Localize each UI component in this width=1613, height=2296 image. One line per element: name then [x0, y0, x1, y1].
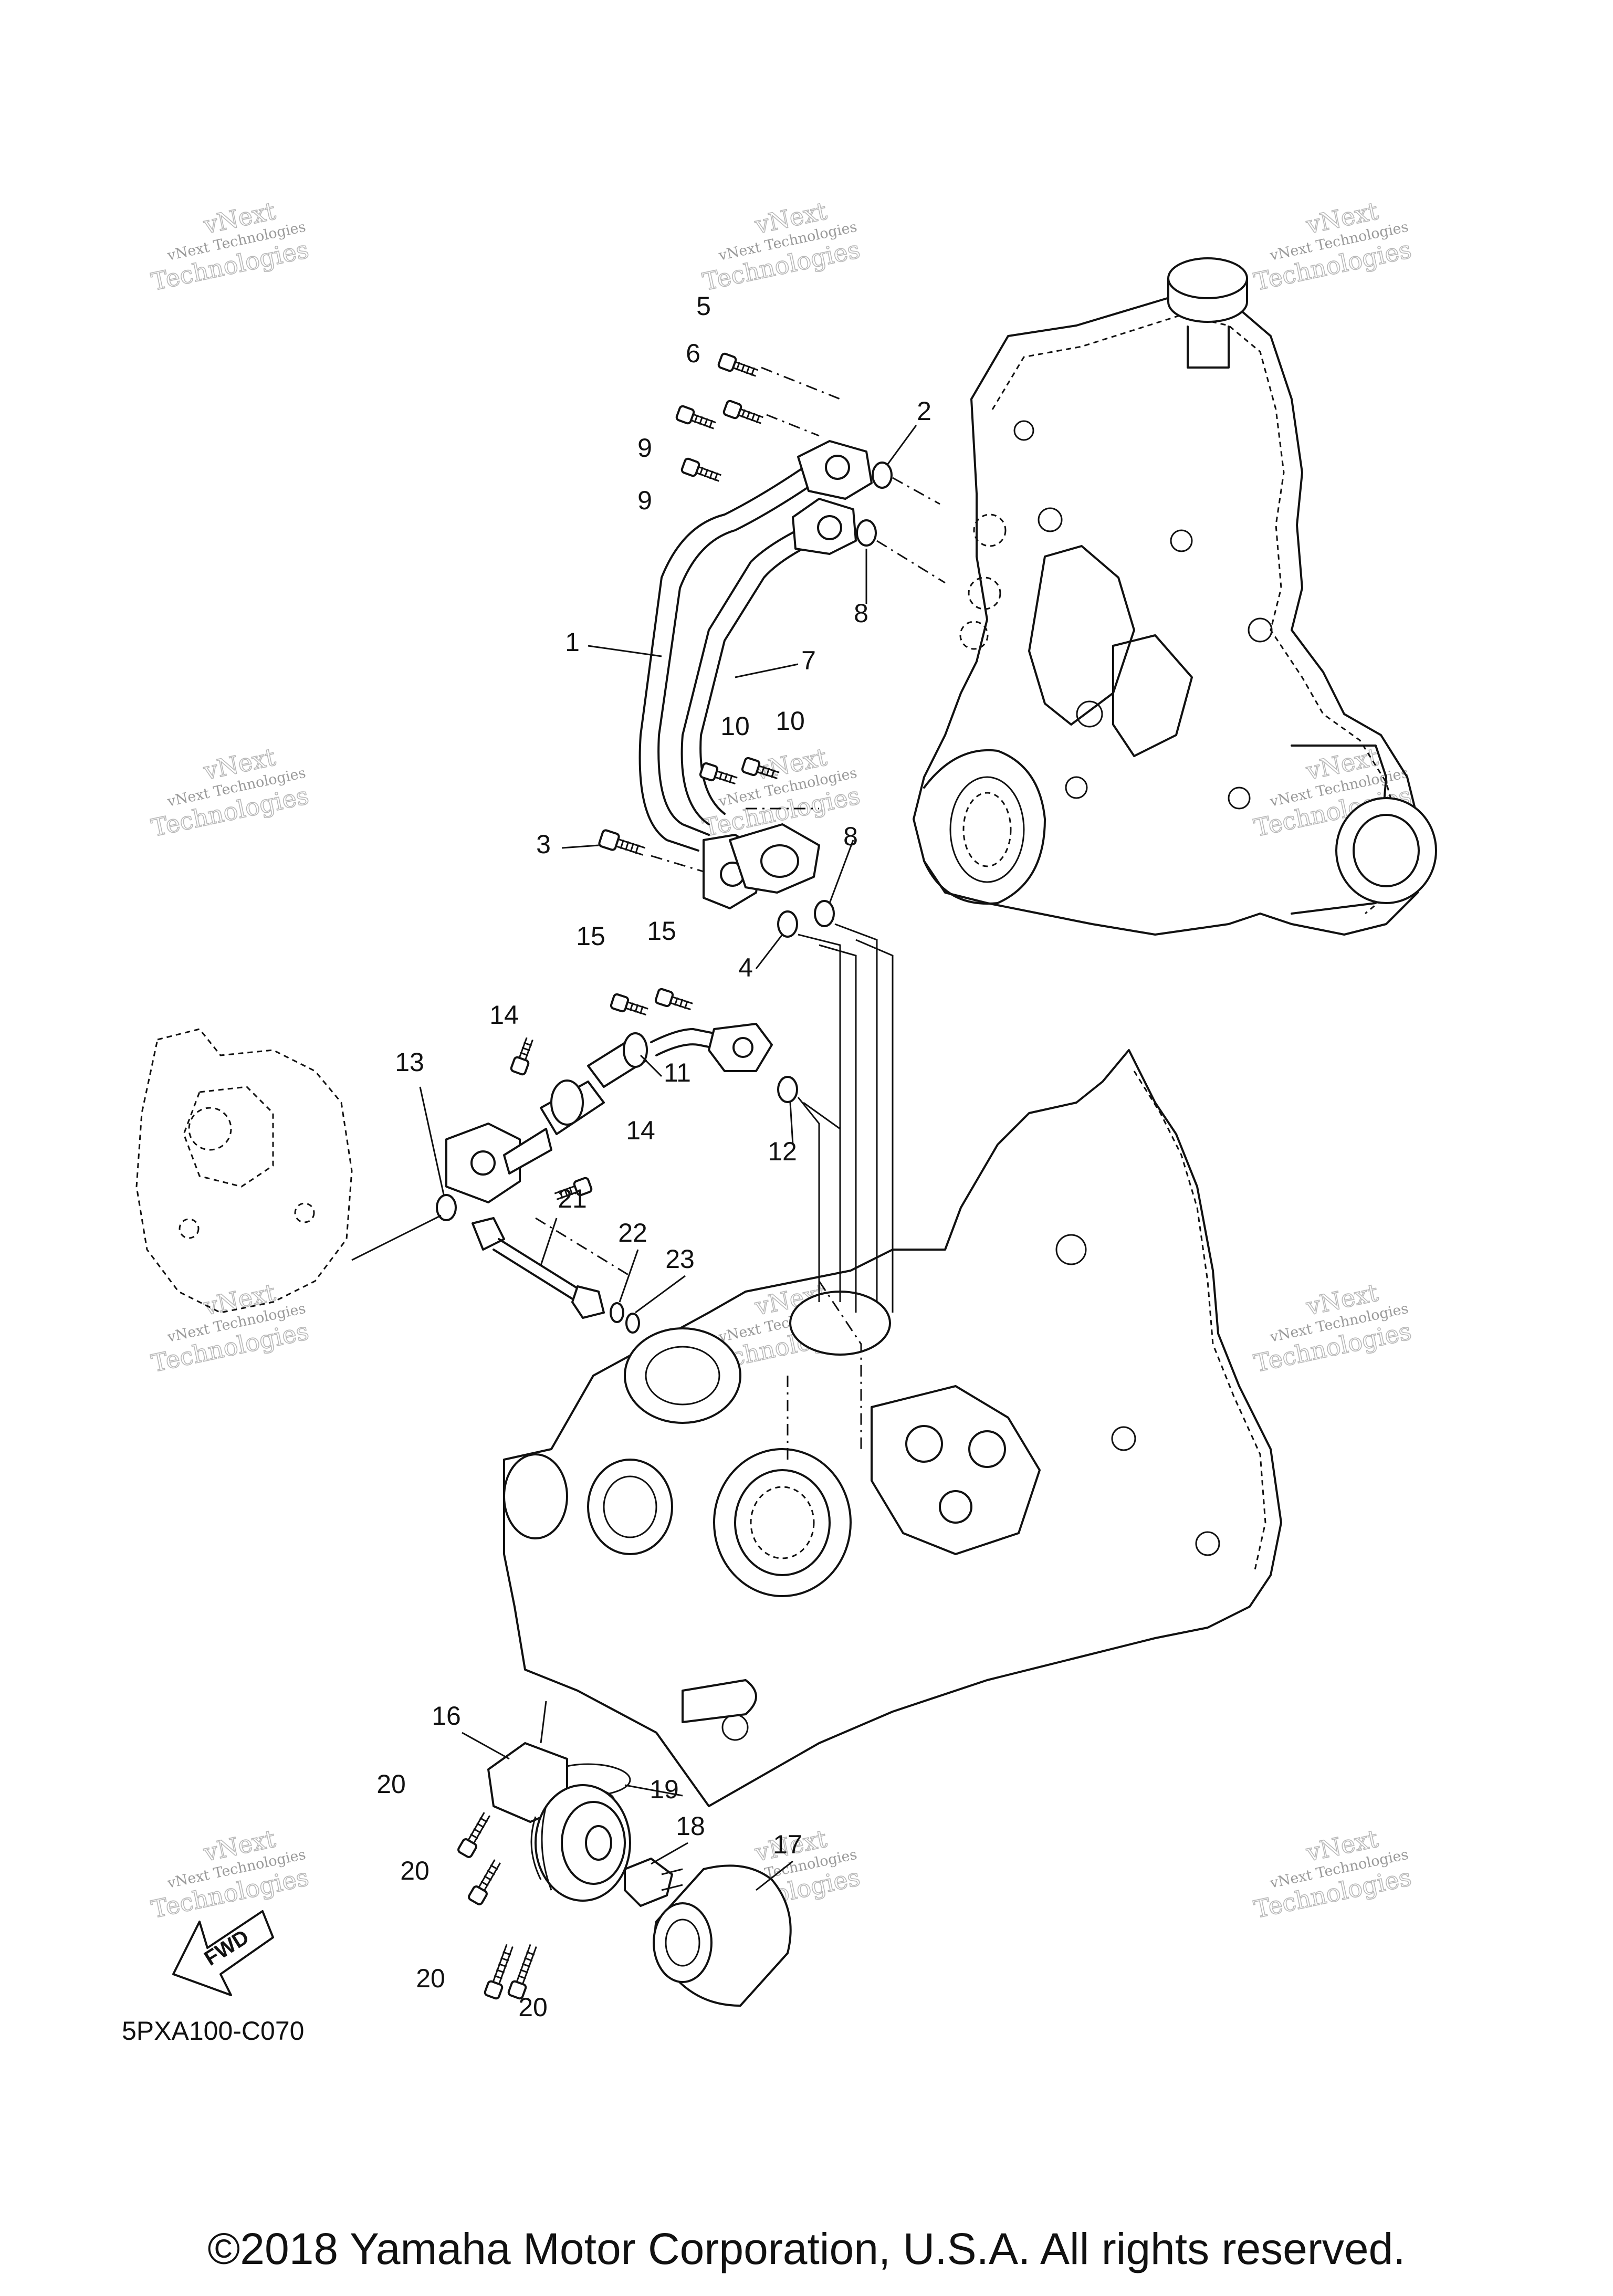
bolts-upper [675, 352, 841, 482]
oil-pipe-11 [445, 1023, 773, 1203]
callout-leader-lines [419, 425, 917, 1891]
callout-c15a: 15 [576, 921, 605, 951]
copyright-notice: ©2018 Yamaha Motor Corporation, U.S.A. A… [207, 2224, 1405, 2273]
callout-c9b: 9 [637, 486, 652, 515]
callout-c20a: 20 [376, 1769, 406, 1799]
callout-c20d: 20 [518, 1993, 548, 2022]
callout-c10b: 10 [776, 706, 805, 736]
o-rings [436, 462, 946, 1221]
callout-c12: 12 [768, 1137, 797, 1166]
callout-c19: 19 [650, 1775, 679, 1804]
callout-c20c: 20 [416, 1964, 445, 1993]
callout-c15b: 15 [647, 916, 676, 946]
fwd-arrow-icon: FWD [172, 1910, 274, 1996]
crankcase-cover-upper [913, 257, 1437, 936]
callout-c1: 1 [565, 627, 580, 657]
callout-c11: 11 [664, 1058, 691, 1087]
callout-c20b: 20 [400, 1856, 430, 1885]
callout-c17: 17 [773, 1830, 802, 1859]
callout-c22: 22 [618, 1218, 647, 1247]
assembly-guide-lines [351, 923, 894, 1313]
crankcase-lower [503, 1049, 1282, 1807]
pipe-flange-lower [703, 823, 820, 909]
callout-c14a: 14 [489, 1000, 519, 1030]
callout-c16: 16 [432, 1701, 461, 1731]
callout-c13: 13 [395, 1047, 424, 1077]
callout-c7: 7 [801, 646, 816, 675]
callout-c21: 21 [558, 1184, 587, 1213]
callout-c8a: 8 [854, 599, 868, 628]
callout-c5: 5 [696, 291, 711, 321]
callout-c9a: 9 [637, 433, 652, 463]
callout-c23: 23 [665, 1244, 695, 1274]
oil-pipe-1 [638, 456, 831, 852]
callout-c3: 3 [536, 830, 551, 859]
callout-c2: 2 [917, 396, 931, 426]
left-side-cover [135, 1028, 353, 1314]
callout-c4: 4 [738, 953, 753, 982]
bolts-14-15 [510, 988, 693, 1200]
diagram-code: 5PXA100-C070 [122, 2016, 304, 2046]
bolts-middle [598, 757, 819, 873]
callout-c18: 18 [676, 1811, 705, 1841]
callout-c6: 6 [686, 339, 700, 368]
callout-c8b: 8 [843, 822, 858, 851]
pipe-21 [472, 1217, 640, 1334]
callout-c14b: 14 [626, 1116, 655, 1145]
callout-c10a: 10 [720, 711, 750, 741]
oil-filter-group [457, 1701, 792, 2007]
pipe-flange-upper [792, 440, 873, 555]
